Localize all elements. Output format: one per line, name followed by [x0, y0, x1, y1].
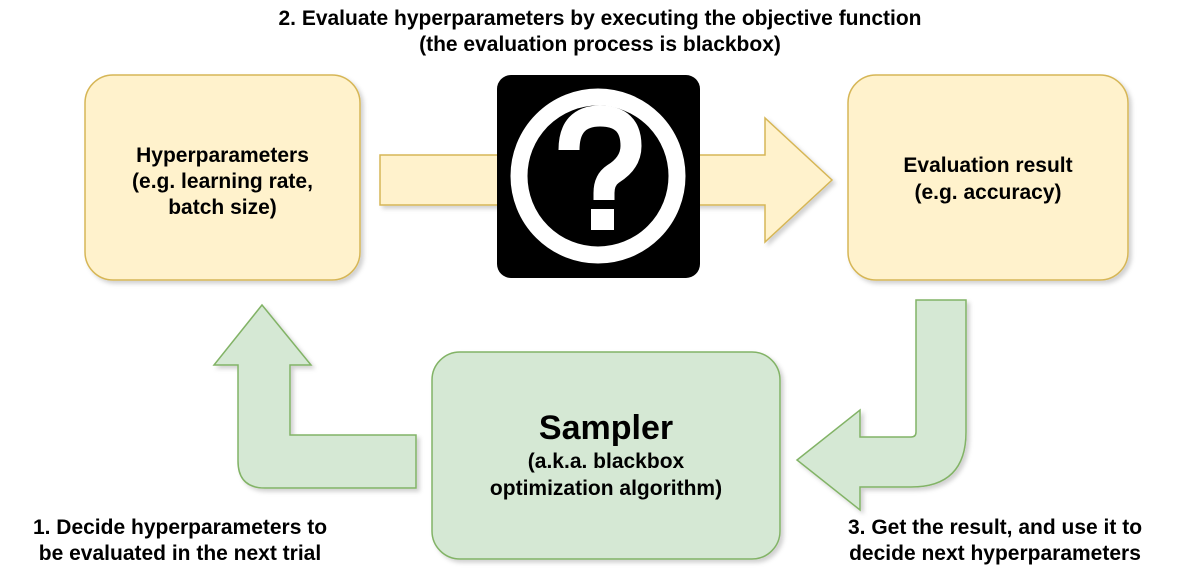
sampler-box	[431, 351, 781, 560]
result-to-sampler-arrow	[795, 299, 967, 512]
hyperparameters-label: Hyperparameters (e.g. learning rate, bat…	[85, 143, 360, 221]
hyperparameters-example-1: (e.g. learning rate,	[132, 170, 313, 193]
hyperparameters-title: Hyperparameters	[136, 144, 309, 167]
question-mark-icon	[497, 75, 700, 278]
evaluation-result-label: Evaluation result (e.g. accuracy)	[848, 152, 1128, 206]
step3-line2: decide next hyperparameters	[849, 542, 1141, 565]
sampler-label: Sampler (a.k.a. blackbox optimization al…	[432, 408, 780, 502]
step3-caption: 3. Get the result, and use it to decide …	[800, 515, 1190, 567]
sampler-title: Sampler	[538, 409, 674, 447]
evaluation-result-title: Evaluation result	[903, 154, 1073, 177]
evaluation-result-box	[847, 74, 1129, 281]
step2-caption: 2. Evaluate hyperparameters by executing…	[200, 6, 1000, 58]
sampler-to-hyperparameters-arrow	[212, 303, 417, 489]
step2-line1: 2. Evaluate hyperparameters by executing…	[278, 7, 922, 30]
step3-line1: 3. Get the result, and use it to	[847, 516, 1143, 539]
hyperparameters-box	[84, 74, 361, 281]
sampler-subtitle-2: optimization algorithm)	[489, 477, 723, 500]
step1-caption: 1. Decide hyperparameters to be evaluate…	[0, 515, 360, 567]
hyperparameters-example-2: batch size)	[168, 196, 277, 219]
evaluation-result-example: (e.g. accuracy)	[914, 181, 1062, 204]
step1-line1: 1. Decide hyperparameters to	[32, 516, 328, 539]
sampler-subtitle-1: (a.k.a. blackbox	[527, 450, 685, 473]
step2-line2: (the evaluation process is blackbox)	[419, 33, 781, 56]
step1-line2: be evaluated in the next trial	[38, 542, 322, 565]
